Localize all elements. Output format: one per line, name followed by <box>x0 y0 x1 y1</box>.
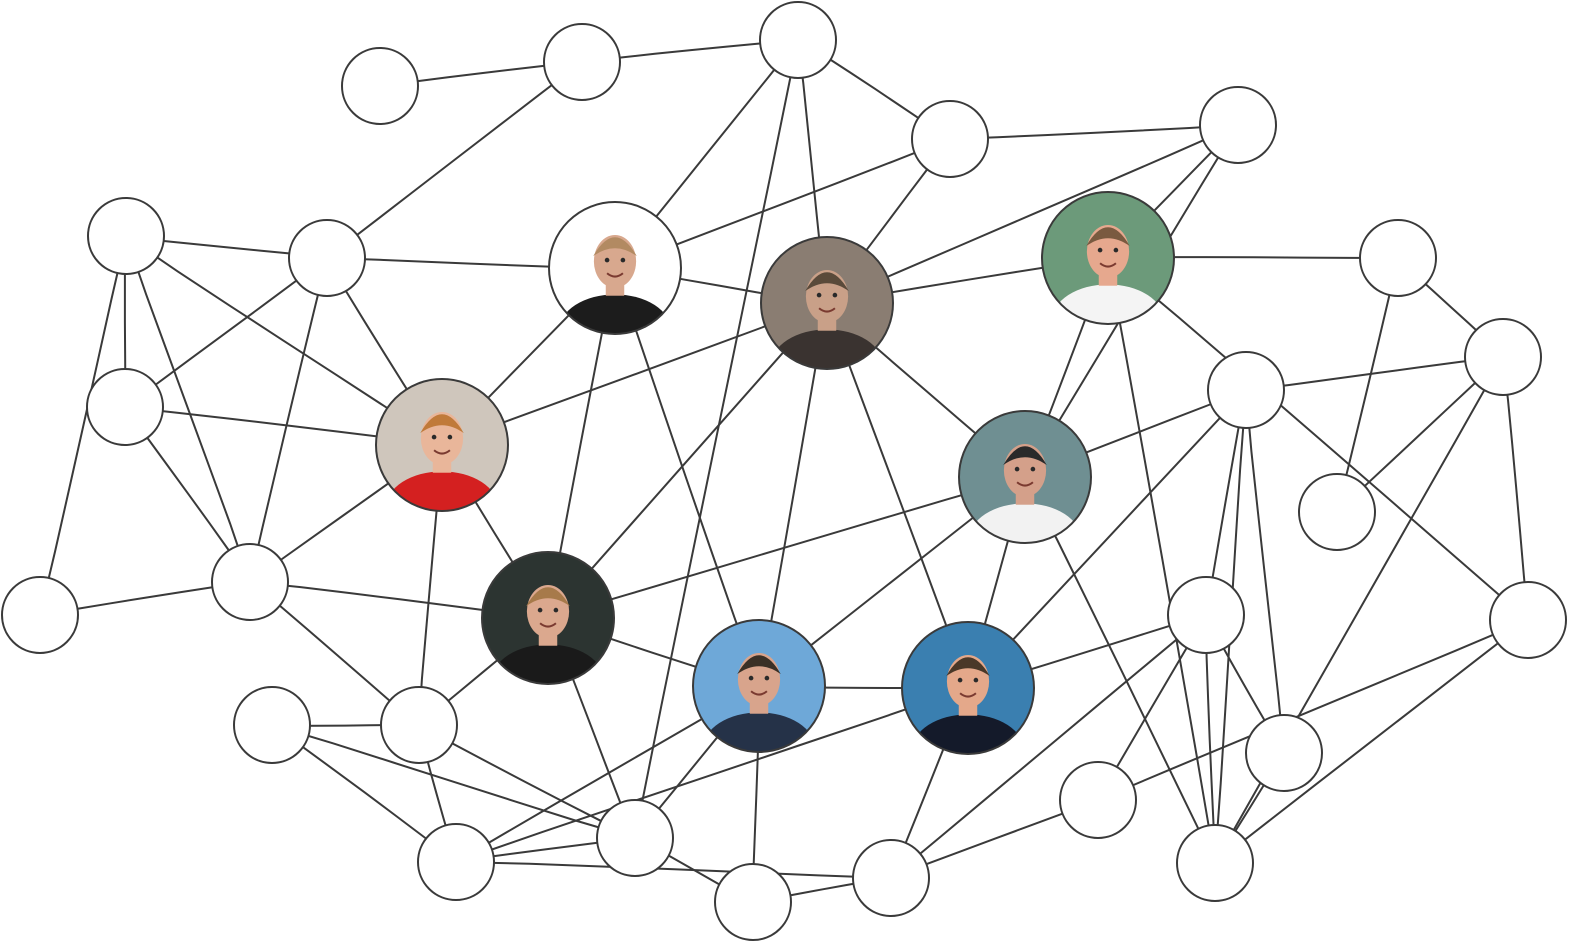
person-photo-node <box>761 237 893 369</box>
empty-node <box>1359 219 1437 297</box>
person-photo-node <box>482 552 614 684</box>
empty-node <box>911 100 989 178</box>
edge-n14-n15 <box>418 724 636 839</box>
edge-n19-n20 <box>1245 389 1285 754</box>
edge-n6-n8 <box>1502 356 1529 621</box>
photo-node-border <box>901 621 1035 755</box>
edge-p2-p4 <box>441 302 828 446</box>
empty-node <box>417 823 495 901</box>
person-photo-node <box>959 411 1091 543</box>
empty-node <box>380 686 458 764</box>
empty-node <box>1176 824 1254 902</box>
person-photo-node <box>902 622 1034 754</box>
empty-node <box>288 219 366 297</box>
edge-n21-n8 <box>1214 619 1529 864</box>
edge-n3-n4 <box>949 124 1239 140</box>
edge-n1-n7 <box>326 61 583 259</box>
photo-node-border <box>481 551 615 685</box>
empty-node <box>341 47 419 125</box>
edge-p2-p6 <box>547 302 828 619</box>
edge-p1-p7 <box>614 267 760 687</box>
empty-node <box>1199 86 1277 164</box>
empty-node <box>759 1 837 79</box>
edge-n18-n22 <box>890 614 1207 879</box>
edge-n4-p2 <box>826 124 1239 304</box>
photo-node-border <box>375 378 509 512</box>
empty-node <box>543 23 621 101</box>
person-photo-node <box>693 620 825 752</box>
photo-node-border <box>760 236 894 370</box>
empty-node <box>87 197 165 275</box>
edge-n10-n13 <box>39 235 127 616</box>
photo-node-border <box>1041 191 1175 325</box>
empty-node <box>1059 761 1137 839</box>
empty-node <box>1298 473 1376 551</box>
empty-node <box>233 686 311 764</box>
empty-node <box>1245 714 1323 792</box>
empty-node <box>1 576 79 654</box>
empty-node <box>1464 318 1542 396</box>
edge-n5-n9 <box>1336 257 1399 513</box>
edge-n6-n21 <box>1214 356 1504 864</box>
edge-n10-n12 <box>125 235 251 583</box>
empty-node <box>1207 351 1285 429</box>
edge-n17-n22 <box>455 861 892 879</box>
edge-n15-n16 <box>271 724 636 839</box>
person-photo-node <box>549 202 681 334</box>
empty-node <box>852 839 930 917</box>
edge-p2-p8 <box>826 302 969 689</box>
edge-n18-n21 <box>1205 614 1216 864</box>
empty-node <box>714 863 792 941</box>
edge-n7-n11 <box>124 257 328 408</box>
empty-node <box>86 368 164 446</box>
edge-n17-p8 <box>455 687 969 863</box>
empty-node <box>211 543 289 621</box>
person-photo-node <box>1042 192 1174 324</box>
edge-n7-n12 <box>249 257 328 583</box>
empty-node <box>596 799 674 877</box>
edge-n23-n8 <box>1097 619 1529 801</box>
edge-n21-p3 <box>1107 257 1216 864</box>
person-photo-node <box>376 379 508 511</box>
empty-node <box>1167 576 1245 654</box>
empty-node <box>1489 581 1567 659</box>
edge-n21-p5 <box>1024 476 1216 864</box>
edge-p3-n8 <box>1107 257 1529 621</box>
edge-p5-p6 <box>547 476 1026 619</box>
edge-n2-n15 <box>634 39 799 839</box>
photo-node-border <box>958 410 1092 544</box>
edge-n6-n19 <box>1245 356 1504 391</box>
photo-node-border <box>692 619 826 753</box>
photo-node-border <box>548 201 682 335</box>
